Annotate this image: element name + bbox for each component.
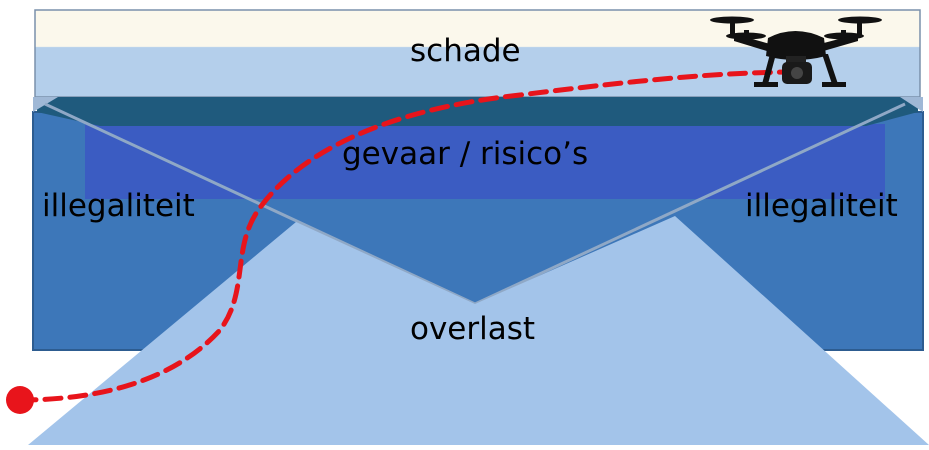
illegaliteit-left-label: illegaliteit bbox=[42, 188, 195, 224]
drone-icon bbox=[710, 16, 882, 87]
overlast-area bbox=[28, 216, 929, 445]
dark-bar-edge-right bbox=[900, 97, 923, 112]
flight-path bbox=[17, 69, 803, 403]
dark-bar bbox=[37, 97, 918, 126]
illegaliteit-right-label: illegaliteit bbox=[745, 188, 898, 224]
start-point-icon bbox=[6, 386, 34, 414]
gevaar-band bbox=[85, 124, 885, 199]
overlast-label: overlast bbox=[410, 311, 536, 347]
schade-label: schade bbox=[410, 33, 521, 69]
gevaar-risicos-label: gevaar / risico’s bbox=[342, 136, 589, 172]
